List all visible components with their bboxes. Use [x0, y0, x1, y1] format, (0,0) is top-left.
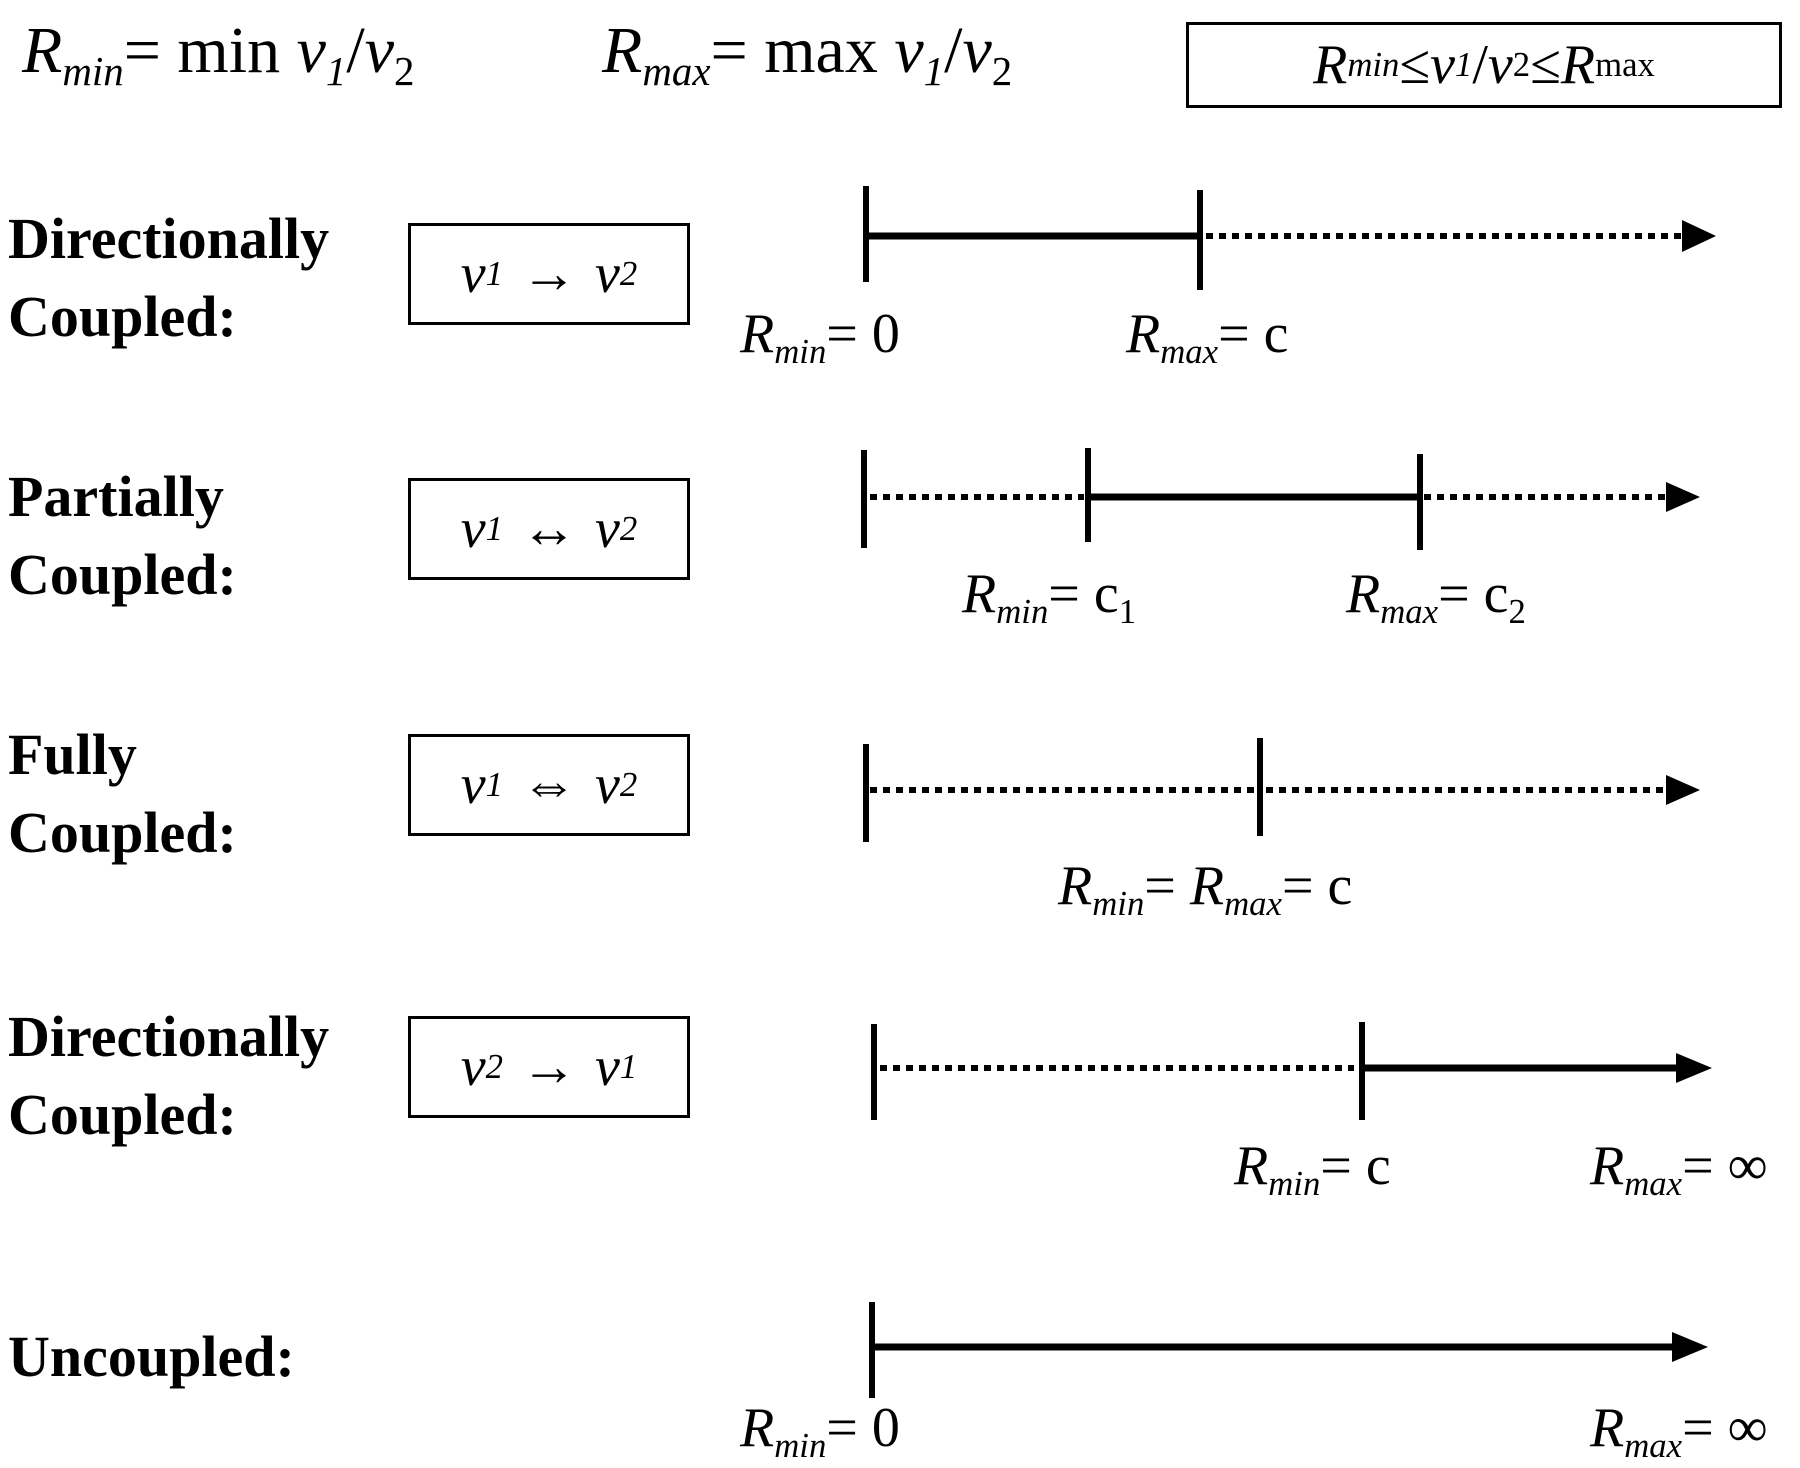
row-4-arrowhead	[1676, 1053, 1712, 1083]
row-2-rmax-label: Rmax= c2	[1346, 563, 1526, 632]
row-5-number-line	[869, 1302, 1708, 1398]
row-5-label: Uncoupled:	[8, 1324, 295, 1389]
row-1-number-line	[863, 186, 1716, 290]
row-4-number-line	[871, 1022, 1712, 1120]
row-2-number-line	[861, 448, 1700, 550]
row-2-label: Partially Coupled:	[8, 464, 237, 607]
row-2-arrowhead	[1666, 482, 1700, 512]
row-3-rmin-rmax-label: Rmin= Rmax= c	[1058, 855, 1353, 924]
row-1-arrowhead	[1682, 220, 1716, 252]
row-4-label: Directionally Coupled:	[8, 1004, 330, 1147]
row-3-number-line	[863, 738, 1700, 842]
rmax-definition: Rmax= max v1/v2	[602, 14, 1013, 95]
row-4-rmax-label: Rmax= ∞	[1590, 1135, 1768, 1204]
row-5-rmax-label: Rmax= ∞	[1590, 1397, 1768, 1466]
row-5-rmin-label: Rmin= 0	[740, 1397, 900, 1466]
row-3-label: Fully Coupled:	[8, 722, 237, 865]
rmin-definition: Rmin= min v1/v2	[22, 14, 415, 95]
row-1-rmax-label: Rmax= c	[1126, 303, 1289, 372]
row-1-rmin-label: Rmin= 0	[740, 303, 900, 372]
row-2-rmin-label: Rmin= c1	[962, 563, 1137, 632]
row-5-arrowhead	[1672, 1332, 1708, 1362]
row-1-label: Directionally Coupled:	[8, 206, 330, 349]
row-3-arrowhead	[1666, 775, 1700, 805]
row-4-rmin-label: Rmin= c	[1234, 1135, 1391, 1204]
